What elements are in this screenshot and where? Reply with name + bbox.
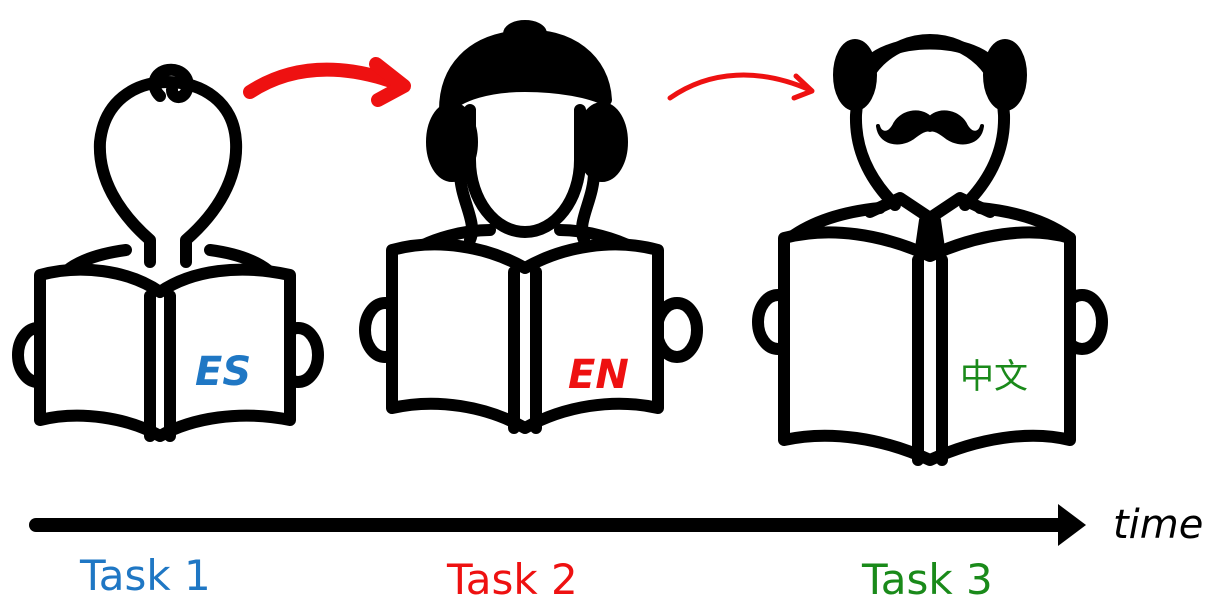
reader-2-head [464,104,586,238]
reader-2-cap [439,29,612,116]
transition-arrow-1 [243,57,411,107]
reader-3-right-earphone [983,39,1027,111]
reader-1-hair-curl [148,63,194,103]
reader-2-book [386,238,664,434]
reader-1-head [93,76,243,268]
reader-2-cap-button [503,20,547,48]
reader-1 [12,63,324,442]
transition-arrow-2 [667,72,815,101]
timeline-axis [29,504,1086,546]
book-label-task1: ES [195,349,251,395]
reader-3-book [778,226,1076,466]
reader-3-mustache [876,110,984,145]
task-label-1: Task 1 [79,551,211,600]
reader-3-headband [856,37,1004,78]
reader-3-left-earphone [833,39,877,111]
reader-2 [359,20,703,434]
task-label-3: Task 3 [861,555,993,601]
time-label: time [1113,502,1203,548]
reader-3 [752,34,1108,466]
reader-2-left-earphone [426,102,478,182]
reader-3-collar [864,192,996,224]
book-label-task2: EN [568,352,629,398]
book-label-task3: 中文 [960,357,1028,397]
task-label-2: Task 2 [446,555,578,601]
reader-2-right-earphone [576,102,628,182]
